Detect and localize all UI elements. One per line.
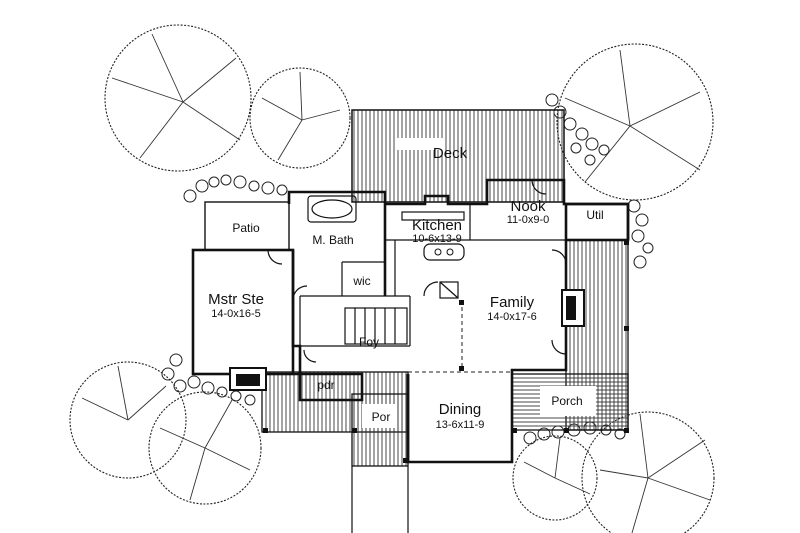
label-kitchen-dims: 10-6x13-9: [412, 233, 462, 245]
label-nook-dims: 11-0x9-0: [507, 214, 550, 226]
tree-northeast: [556, 43, 714, 201]
tree-north: [249, 67, 351, 169]
label-side-porch: Porch: [551, 394, 582, 408]
label-front-porch: Por: [372, 410, 391, 424]
deck: [351, 109, 565, 203]
label-powder: pdr: [317, 378, 334, 392]
shrubs: [161, 93, 654, 445]
porch-posts: [263, 240, 629, 463]
label-family: Family: [490, 294, 535, 311]
front-porch: [261, 371, 409, 533]
label-patio: Patio: [232, 221, 260, 235]
label-master-suite: Mstr Ste: [208, 291, 264, 308]
refrigerator: [439, 281, 459, 299]
patio: [204, 201, 290, 251]
kitchen-counter: [401, 211, 465, 221]
tree-southeast: [512, 411, 715, 533]
room-labels: Deck Patio M. Bath Kitchen 10-6x13-9 Noo…: [208, 145, 604, 431]
label-deck: Deck: [433, 145, 468, 162]
side-porch: [511, 239, 629, 431]
bathtub: [307, 195, 357, 223]
label-dining-dims: 13-6x11-9: [436, 419, 485, 431]
label-walk-in-closet: wic: [352, 274, 370, 288]
tree-southwest: [69, 361, 262, 505]
label-foyer: Foy: [359, 335, 379, 349]
label-master-bath: M. Bath: [312, 233, 353, 247]
label-family-dims: 14-0x17-6: [487, 311, 537, 323]
staircase: [344, 307, 408, 345]
kitchen-island: [423, 243, 465, 261]
house-walls: [191, 178, 630, 464]
label-master-suite-dims: 14-0x16-5: [211, 308, 261, 320]
tree-northwest: [104, 24, 252, 172]
label-nook: Nook: [510, 198, 546, 215]
label-dining: Dining: [439, 401, 482, 418]
label-utility: Util: [586, 208, 603, 222]
label-kitchen: Kitchen: [412, 217, 462, 234]
